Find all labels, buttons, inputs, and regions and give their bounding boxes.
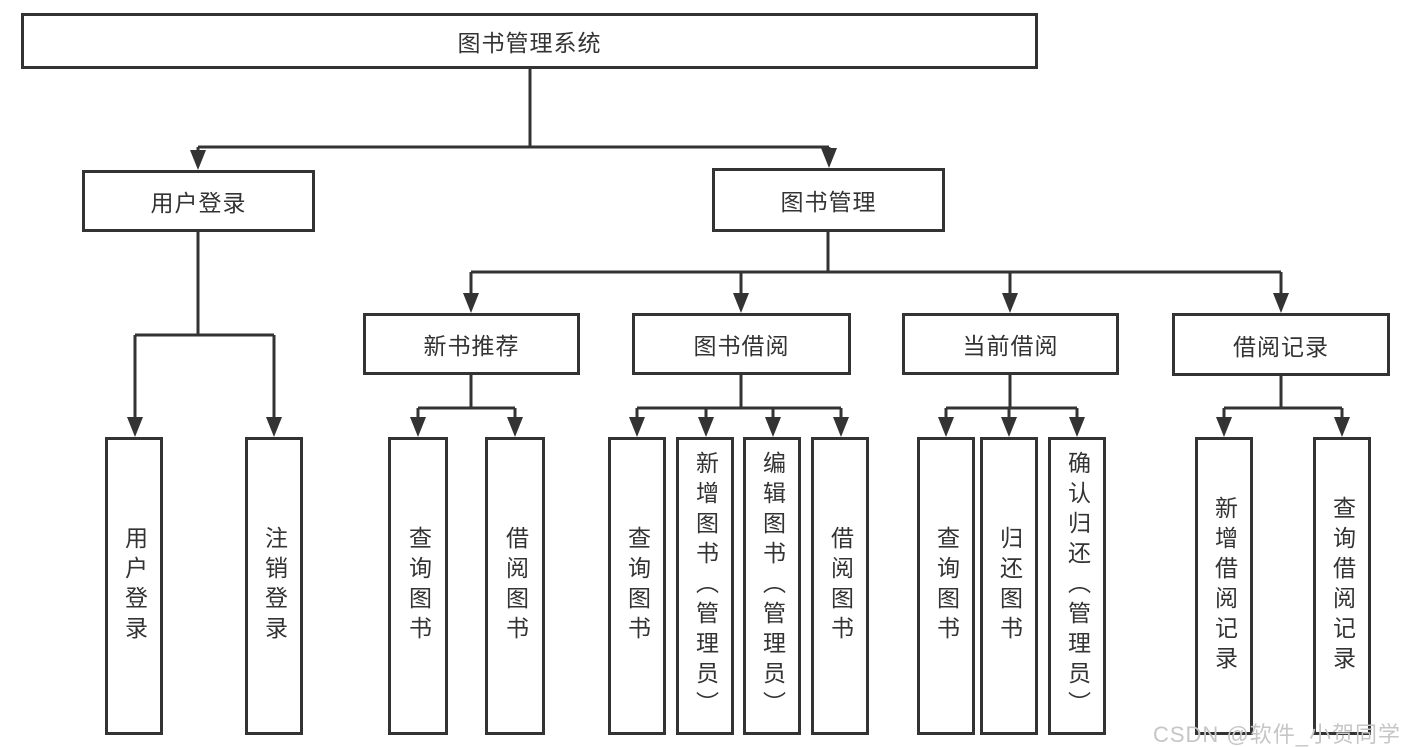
node-label: 查询图书 [624, 526, 651, 646]
node-label: 借阅图书 [827, 526, 854, 646]
node-label: 编辑图书（管理员） [759, 451, 786, 721]
node-current-borrowing: 当前借阅 [902, 313, 1119, 375]
node-label: 新增图书（管理员） [692, 451, 719, 721]
leaf-query-borrow-record: 查询借阅记录 [1313, 437, 1371, 735]
node-label: 新增借阅记录 [1211, 496, 1238, 676]
node-label: 查询图书 [405, 526, 432, 646]
leaf-add-books-admin: 新增图书（管理员） [676, 437, 734, 735]
node-label: 图书管理系统 [457, 30, 602, 56]
node-label: 新书推荐 [423, 333, 520, 359]
node-label: 借阅图书 [502, 526, 529, 646]
node-label: 查询借阅记录 [1329, 496, 1356, 676]
node-user-login: 用户登录 [82, 170, 315, 232]
node-borrowing-records: 借阅记录 [1172, 313, 1390, 376]
node-label: 借阅记录 [1233, 333, 1329, 360]
node-label: 用户登录 [121, 526, 148, 646]
leaf-query-books-borrowing: 查询图书 [608, 437, 666, 735]
leaf-confirm-return-admin: 确认归还（管理员） [1048, 437, 1106, 735]
node-label: 归还图书 [996, 526, 1023, 646]
node-label: 确认归还（管理员） [1064, 451, 1091, 721]
csdn-watermark: CSDN @软件_小贺同学 [1152, 722, 1401, 747]
leaf-borrow-books: 借阅图书 [811, 437, 869, 735]
node-label: 图书借阅 [693, 333, 790, 359]
node-new-book-recommendation: 新书推荐 [363, 313, 580, 375]
leaf-query-books-current: 查询图书 [917, 437, 975, 735]
leaf-logout: 注销登录 [245, 437, 303, 735]
node-label: 用户登录 [150, 190, 247, 216]
node-book-management: 图书管理 [712, 168, 945, 232]
leaf-edit-books-admin: 编辑图书（管理员） [743, 437, 801, 735]
node-label: 图书管理 [780, 189, 877, 215]
leaf-add-borrow-record: 新增借阅记录 [1195, 437, 1253, 735]
node-book-borrowing: 图书借阅 [632, 313, 851, 375]
node-label: 当前借阅 [962, 333, 1059, 359]
leaf-return-books: 归还图书 [980, 437, 1038, 735]
node-book-management-system: 图书管理系统 [21, 13, 1038, 69]
leaf-borrow-books-recommend: 借阅图书 [485, 437, 545, 735]
leaf-user-login: 用户登录 [105, 437, 163, 735]
node-label: 查询图书 [933, 526, 960, 646]
leaf-query-books-recommend: 查询图书 [388, 437, 448, 735]
node-label: 注销登录 [261, 526, 288, 646]
